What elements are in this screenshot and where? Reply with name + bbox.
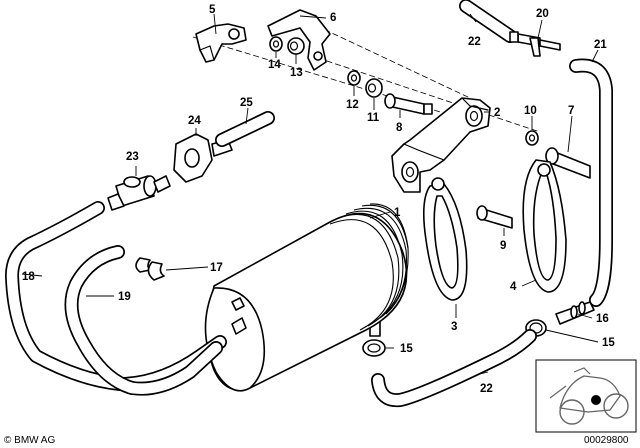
connector-part-16 — [555, 301, 595, 325]
clip-part-17 — [135, 257, 165, 281]
callout-22-top: 22 — [468, 36, 481, 48]
washer-part-12 — [347, 70, 361, 86]
leader-lines — [21, 13, 599, 375]
strap-part-3 — [422, 177, 468, 301]
callout-3: 3 — [451, 321, 457, 333]
hose-part-22-top — [459, 0, 517, 43]
callout-19: 19 — [118, 291, 131, 303]
callout-4: 4 — [510, 281, 517, 293]
mounting-bracket-part-2 — [391, 97, 491, 193]
activated-charcoal-canister-part-1 — [204, 203, 409, 392]
motorcycle-location-inset — [535, 359, 637, 433]
callout-20: 20 — [536, 8, 549, 20]
callout-10: 10 — [524, 105, 537, 117]
callout-labels: 5 6 14 13 12 11 8 2 10 7 9 1 3 4 22 20 2… — [22, 4, 615, 395]
callout-22-bottom: 22 — [480, 383, 493, 395]
callout-23: 23 — [126, 151, 139, 163]
hose-part-21 — [569, 58, 613, 307]
callout-18: 18 — [22, 271, 35, 283]
copyright-label: © BMW AG — [4, 435, 55, 446]
callout-1: 1 — [394, 207, 401, 219]
valve-part-23 — [107, 175, 171, 211]
bolt-part-7 — [545, 147, 591, 179]
rubber-bush-part-13 — [287, 37, 305, 55]
bolt-part-9 — [476, 205, 513, 229]
callout-25: 25 — [240, 97, 253, 109]
callout-9: 9 — [500, 240, 506, 252]
callout-17: 17 — [210, 262, 223, 274]
washer-part-14 — [269, 36, 283, 52]
callout-21: 21 — [594, 39, 607, 51]
hose-part-25 — [215, 111, 275, 147]
rubber-bush-part-11 — [365, 78, 383, 98]
washer-part-10 — [525, 130, 539, 146]
hose-part-18 — [5, 201, 227, 391]
motorcycle-icon — [549, 367, 629, 425]
callout-8: 8 — [396, 122, 403, 134]
callout-14: 14 — [268, 59, 281, 71]
hose-part-19 — [64, 245, 223, 396]
hose-part-22-bottom — [371, 329, 537, 408]
callout-5: 5 — [209, 4, 216, 16]
bracket-part-6 — [267, 9, 331, 71]
callout-15-right: 15 — [602, 337, 615, 349]
callout-16: 16 — [596, 313, 609, 325]
callout-2: 2 — [494, 107, 500, 119]
callout-13: 13 — [290, 67, 303, 79]
callout-11: 11 — [367, 112, 380, 124]
bracket-part-5 — [195, 23, 247, 63]
strap-part-4 — [522, 159, 567, 293]
callout-15-center: 15 — [400, 343, 413, 355]
callout-7: 7 — [568, 105, 574, 117]
callout-24: 24 — [188, 115, 201, 127]
location-marker-icon — [591, 395, 601, 405]
t-piece-part-20 — [509, 31, 561, 57]
diagram-number: 00029800 — [584, 435, 629, 446]
callout-12: 12 — [346, 99, 359, 111]
callout-6: 6 — [330, 12, 336, 24]
bolt-part-8 — [384, 93, 433, 115]
